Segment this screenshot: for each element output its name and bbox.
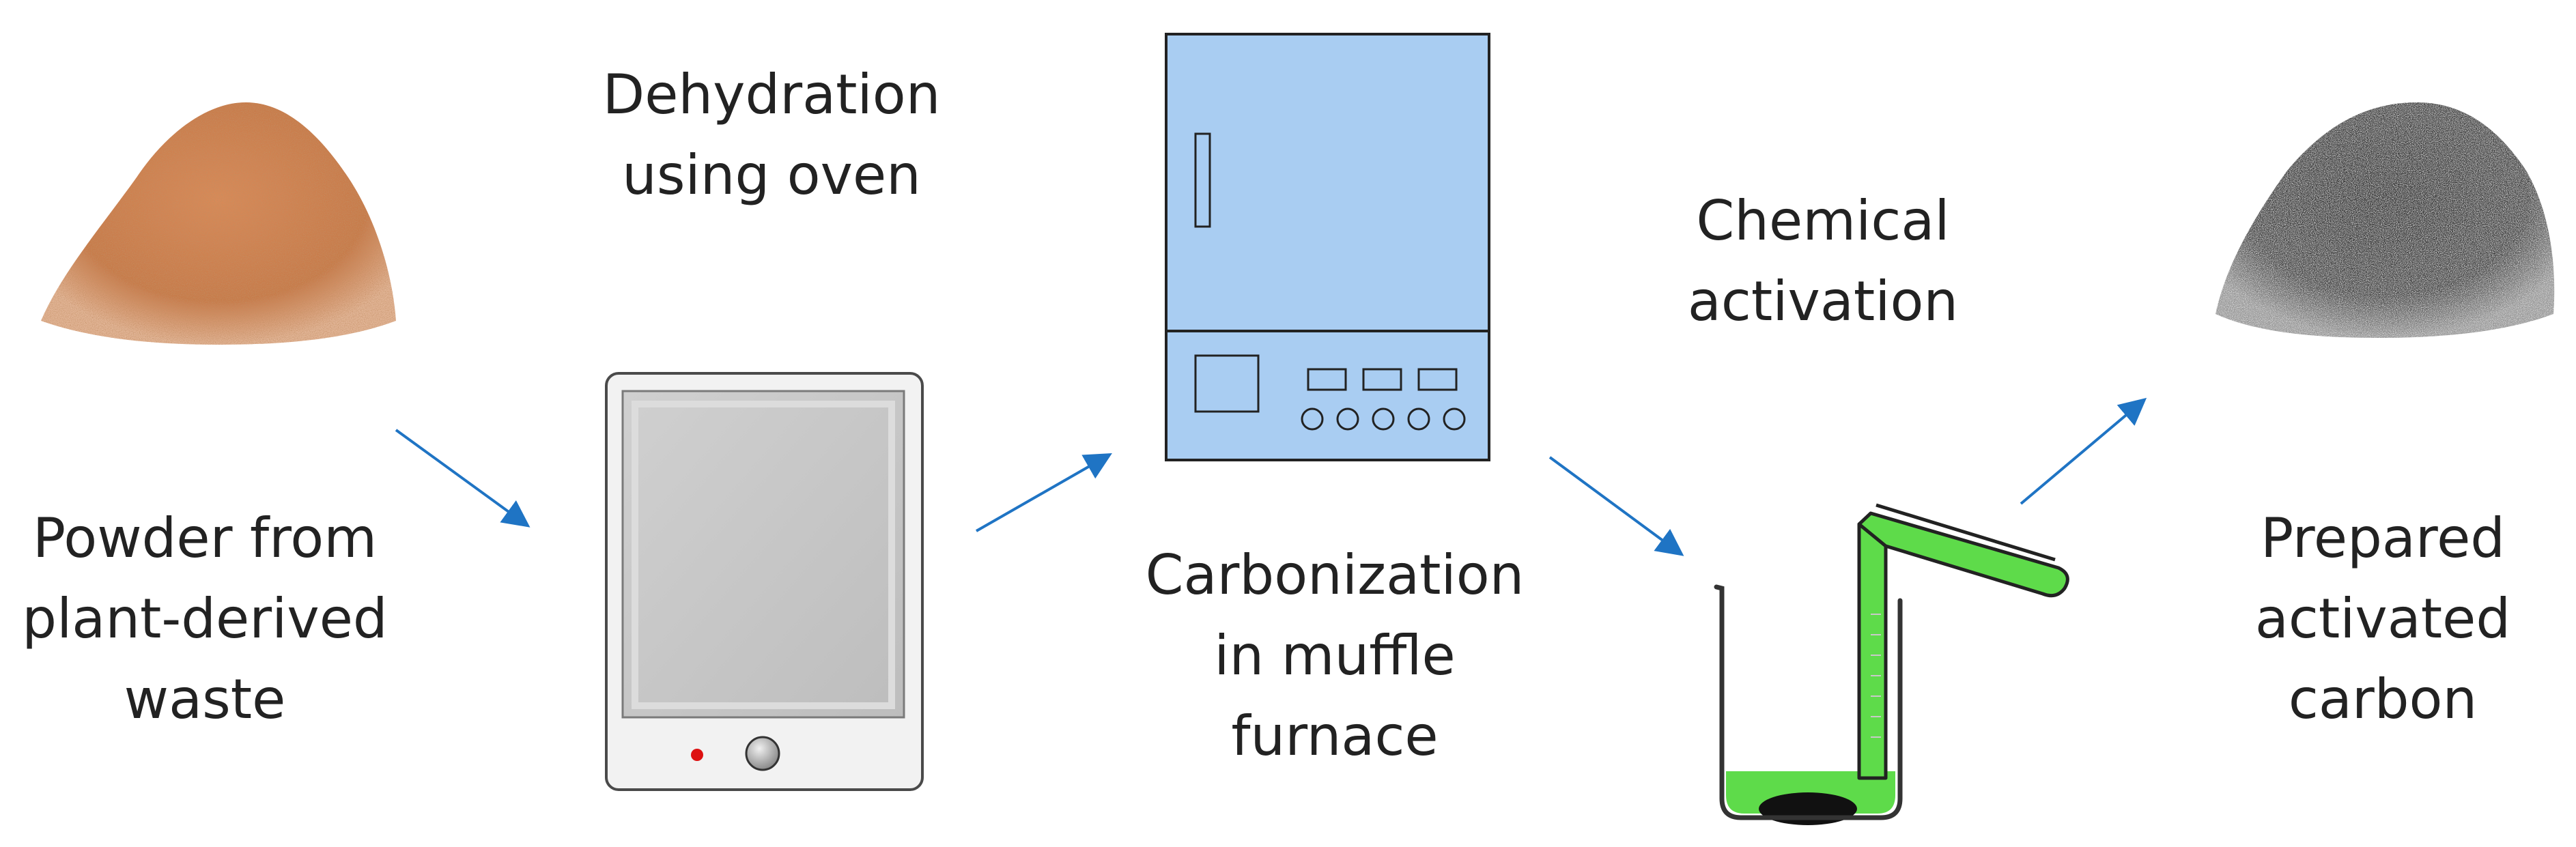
label-chemical-line-2: activation [1687,270,1959,333]
muffle-furnace-icon [1165,33,1490,461]
drying-oven-icon [605,372,924,791]
label-prepared: Prepared activated carbon [2205,498,2560,740]
label-chemical-line-1: Chemical [1696,189,1950,253]
carbon-pile-icon [2216,102,2555,338]
label-carbonization-line-1: Carbonization [1145,543,1525,607]
label-dehydration-line-2: using oven [622,143,921,207]
powder-pile-icon [41,102,396,345]
label-powder: Powder from plant-derived waste [0,498,410,740]
label-chemical: Chemical activation [1618,181,2028,342]
label-carbonization-line-3: furnace [1231,704,1439,768]
arrow-icon [1548,456,1684,556]
arrow-icon [395,429,530,528]
indicator-light-icon [691,749,703,761]
label-dehydration-line-1: Dehydration [602,63,941,126]
label-powder-line-1: Powder from [32,506,378,570]
beaker-with-tube-icon [1714,503,2069,825]
label-prepared-line-3: carbon [2288,667,2478,731]
label-prepared-line-1: Prepared [2260,506,2506,570]
label-prepared-line-2: activated [2254,587,2511,650]
label-carbonization-line-2: in muffle [1214,624,1456,687]
label-powder-line-2: plant-derived [22,587,388,650]
label-powder-line-3: waste [124,667,286,731]
arrow-icon [976,453,1112,532]
oven-knob-icon [745,736,780,771]
label-dehydration: Dehydration using oven [567,55,976,216]
label-carbonization: Carbonization in muffle furnace [1123,535,1546,777]
arrow-icon [2020,397,2147,505]
